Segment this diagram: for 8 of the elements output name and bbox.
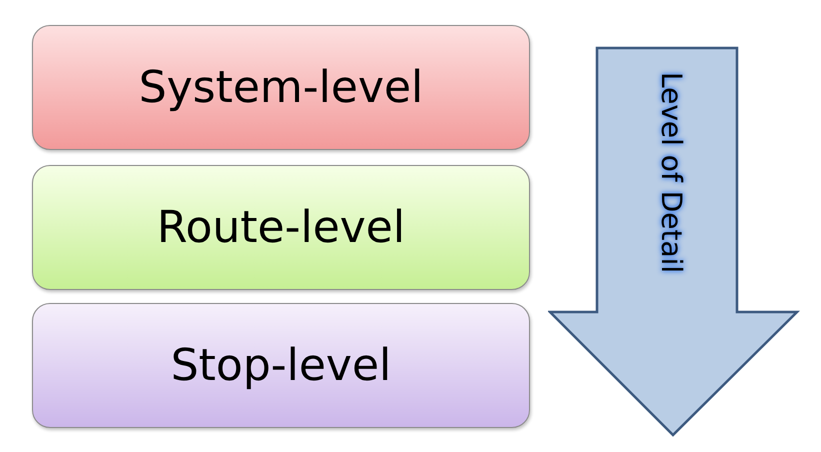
level-box [32,25,530,150]
level-box [32,165,530,290]
level-box [32,303,530,428]
level-label: Route-level [156,202,406,253]
down-arrow [548,46,800,438]
level-label: Stop-level [170,340,392,391]
level-label: System-level [138,62,424,113]
arrow-label: Level of Detail [655,72,688,274]
